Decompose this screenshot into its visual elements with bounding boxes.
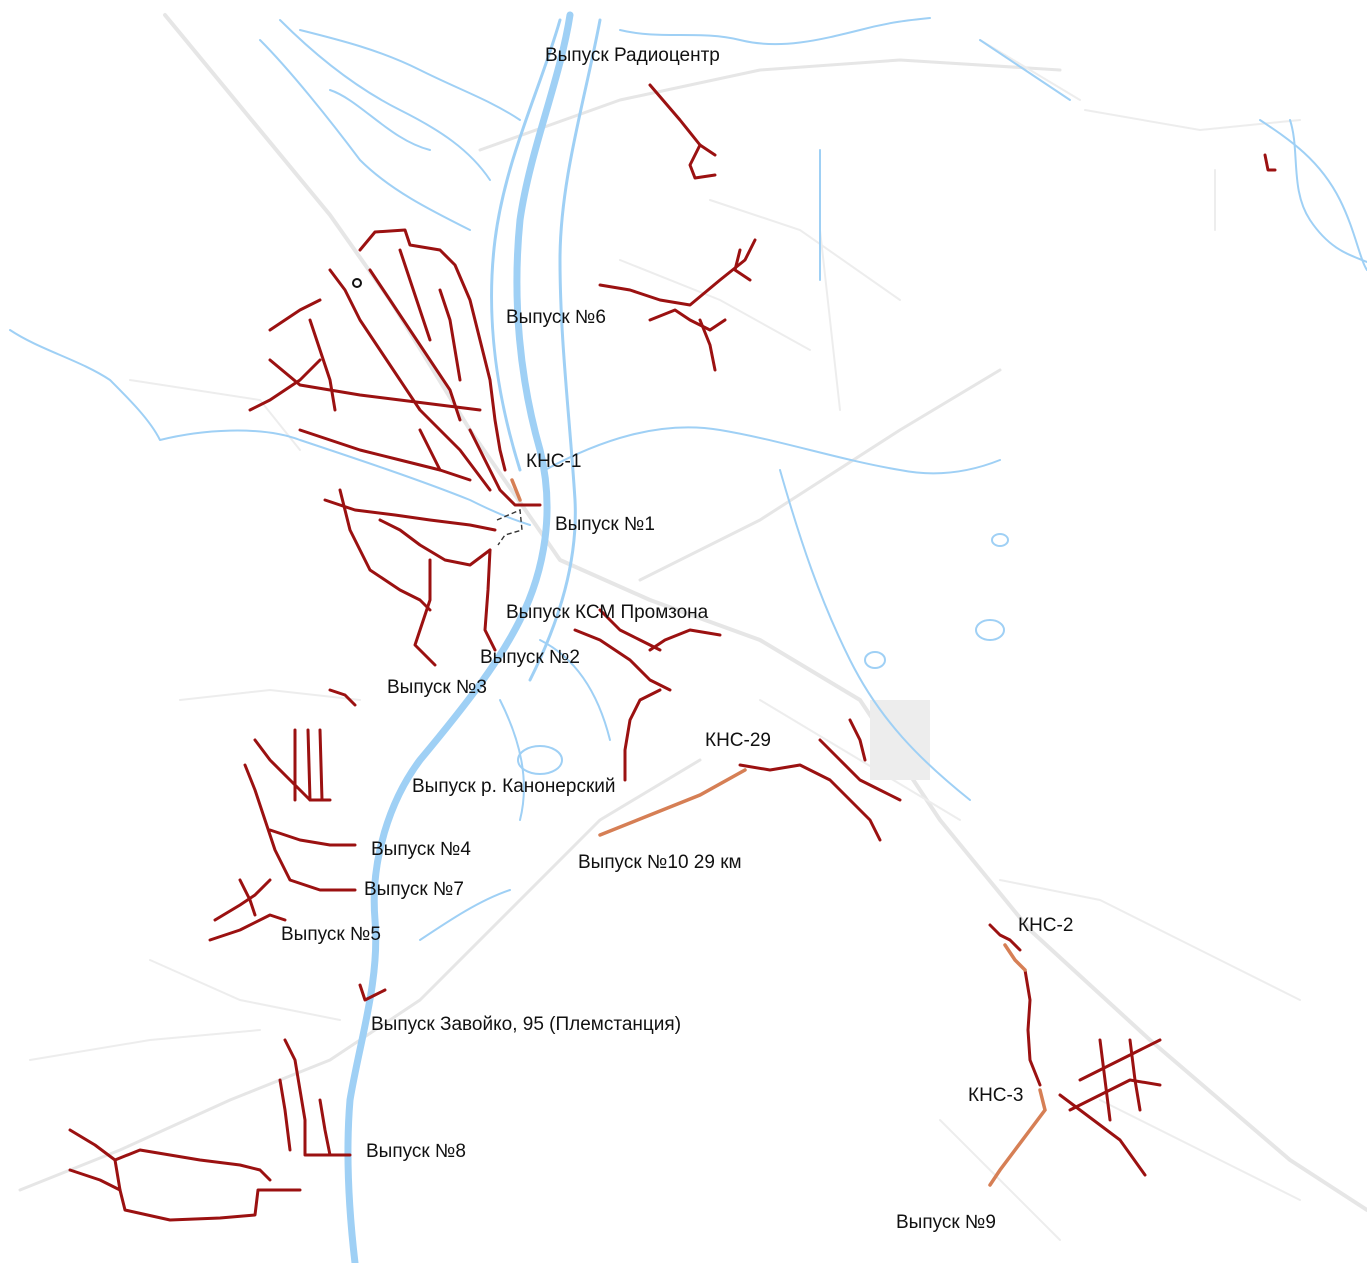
label-pump-station-2: КНС-2 xyxy=(1018,915,1074,936)
road-layer xyxy=(18,13,1367,1241)
airfield-area xyxy=(870,700,930,780)
label-pump-station-3: КНС-3 xyxy=(968,1085,1024,1106)
sewer-network-layer xyxy=(68,83,1277,1222)
label-outlet-4: Выпуск №4 xyxy=(371,839,471,860)
label-outlet-radiocenter: Выпуск Радиоцентр xyxy=(545,45,720,66)
label-outlet-5: Выпуск №5 xyxy=(281,924,381,945)
label-outlet-10: Выпуск №10 29 км xyxy=(578,852,742,873)
label-outlet-ksm-promzona: Выпуск КСМ Промзона xyxy=(506,602,709,623)
label-outlet-7: Выпуск №7 xyxy=(364,879,464,900)
label-outlet-9: Выпуск №9 xyxy=(896,1212,996,1233)
label-pump-station-1: КНС-1 xyxy=(526,451,582,472)
label-outlet-8: Выпуск №8 xyxy=(366,1141,466,1162)
label-outlet-2: Выпуск №2 xyxy=(480,647,580,668)
label-pump-station-29: КНС-29 xyxy=(705,730,771,751)
label-outlet-1: Выпуск №1 xyxy=(555,514,655,535)
label-outlet-kanonersky: Выпуск р. Канонерский xyxy=(412,776,616,797)
label-outlet-3: Выпуск №3 xyxy=(387,677,487,698)
label-outlet-6: Выпуск №6 xyxy=(506,307,606,328)
label-outlet-zavoiko: Выпуск Завойко, 95 (Племстанция) xyxy=(371,1014,682,1035)
water-layer xyxy=(9,11,1367,1263)
